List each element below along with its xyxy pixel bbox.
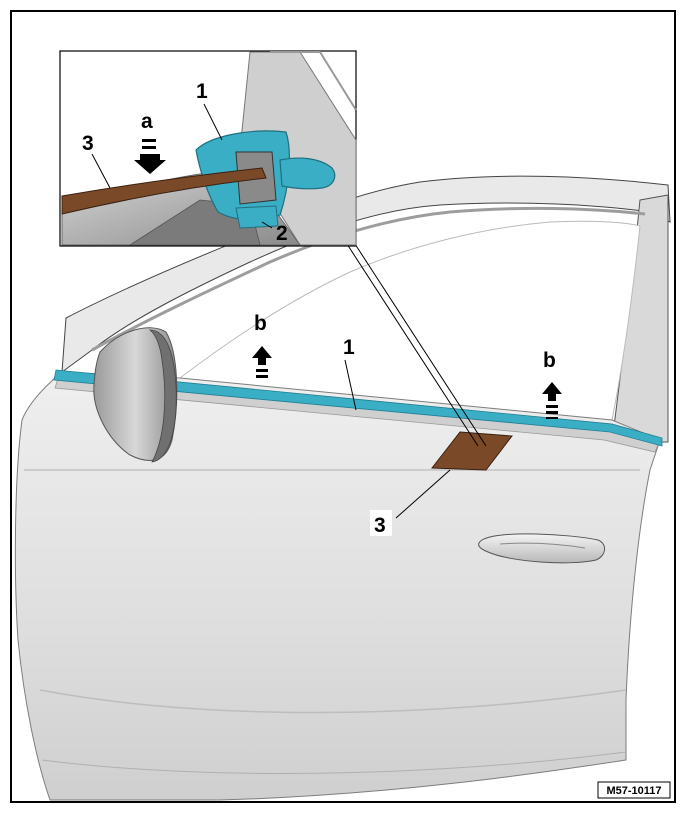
detail-trim-clip-tab [279,157,336,190]
window-trim-strip [53,369,663,447]
detail-leader-3 [91,153,111,189]
reference-code: M57-10117 [606,785,661,797]
window-opening [179,220,641,421]
door-bottom-edge [41,751,627,774]
callout-main-tool-wedge: 3 [374,514,386,537]
arrow-b-right [542,382,562,419]
callout-main-b-left: b [254,312,267,335]
door-lower-crease [39,689,627,714]
detail-arrow-a [134,139,166,174]
callout-main-tool-wedge-bg [370,510,392,536]
detail-clip-part [235,205,279,229]
door-handle [478,533,605,564]
side-mirror [93,327,178,463]
callout-detail-tool-wedge: 3 [82,132,94,155]
detail-inset: 1 a 3 2 [59,50,357,247]
detail-tool-wedge [61,167,267,215]
detail-leader-1 [203,103,223,141]
arrow-b-left [252,346,272,378]
tool-wedge [431,431,513,471]
leader-main-3 [395,469,451,519]
door-illustration [14,175,671,801]
callout-main-trim-strip: 1 [343,336,355,359]
callout-detail-clip: 2 [276,222,288,245]
callout-detail-arrow-a: a [141,110,153,133]
callout-main-b-right: b [543,349,556,372]
detail-pillar-edge [270,51,357,111]
door-panel [14,371,661,801]
detail-leader-lines [346,243,487,447]
callout-detail-trim-strip: 1 [196,80,208,103]
detail-leader-2 [261,221,273,229]
reference-code-box: M57-10117 [597,781,671,799]
leader-main-1 [344,359,357,411]
